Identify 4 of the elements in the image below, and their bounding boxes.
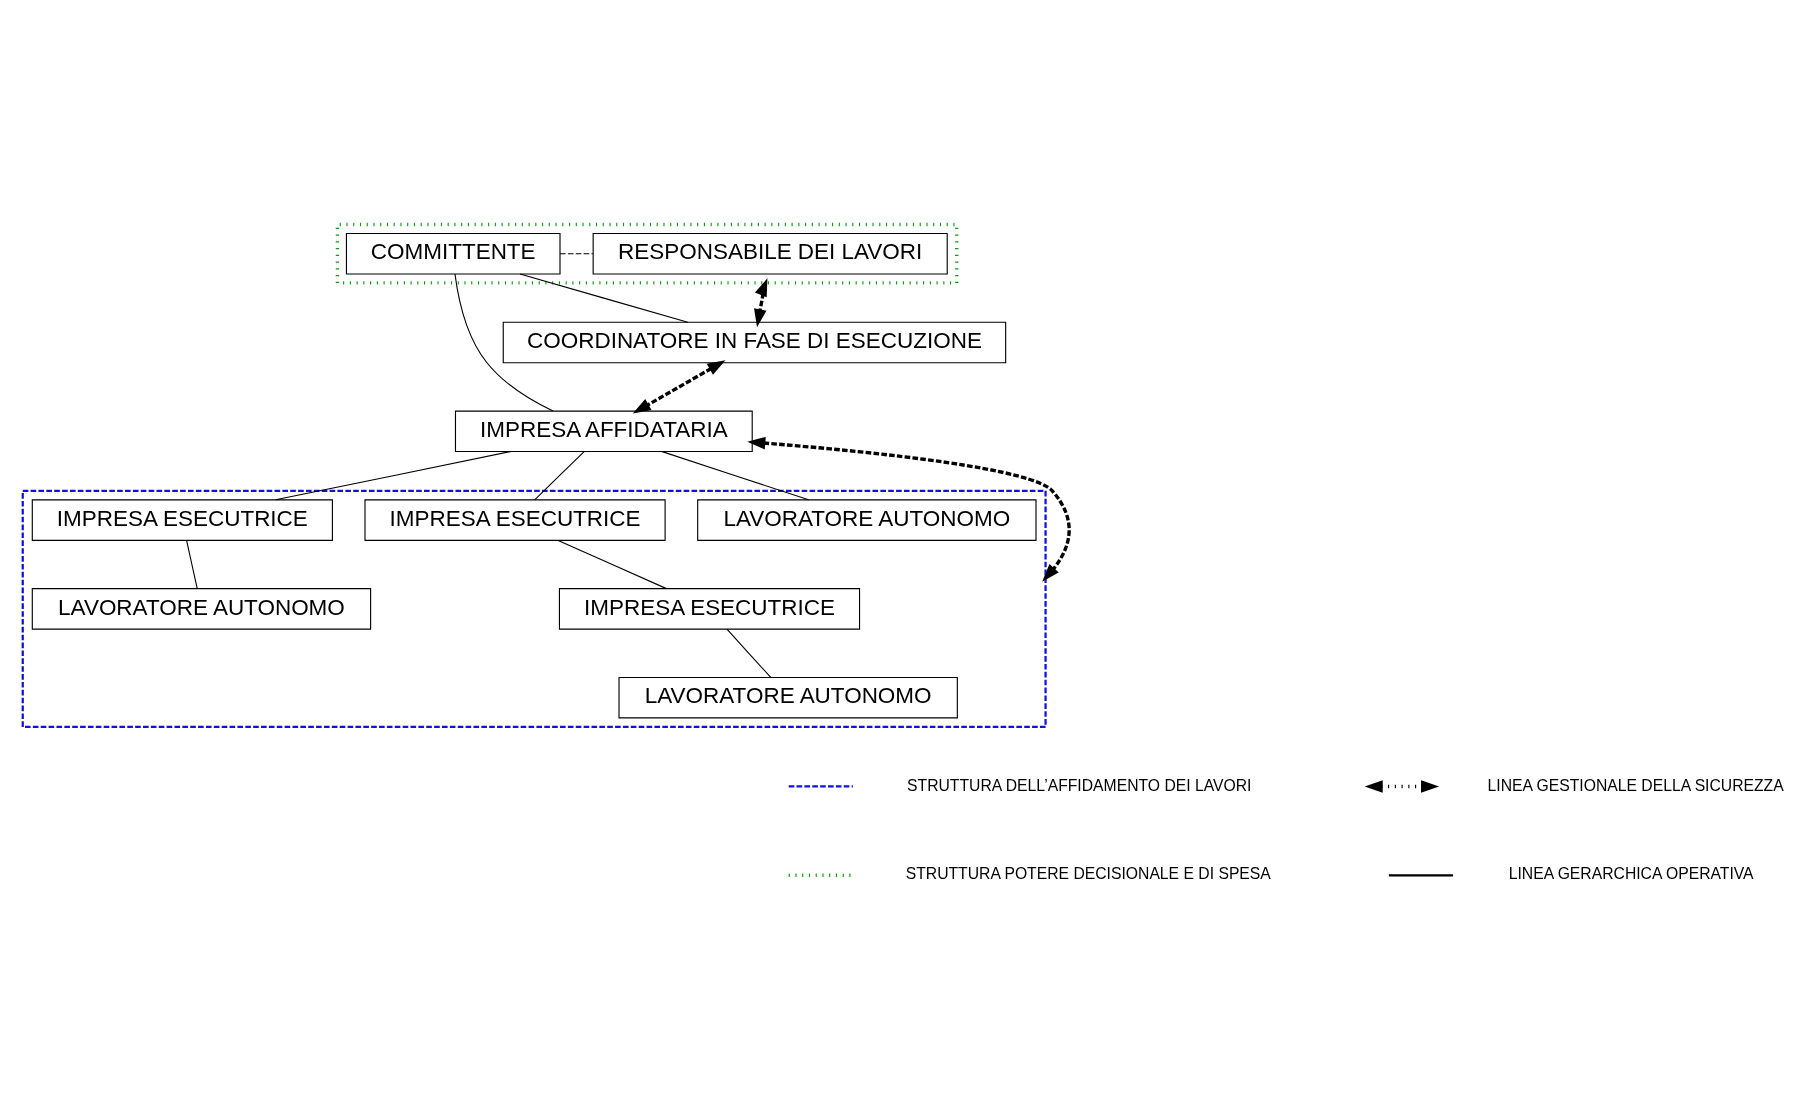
legend-label: LINEA GESTIONALE DELLA SICUREZZA: [1487, 776, 1784, 794]
legend-label: STRUTTURA POTERE DECISIONALE E DI SPESA: [905, 864, 1271, 882]
legend-label: LINEA GERARCHICA OPERATIVA: [1508, 864, 1754, 882]
legend-label: STRUTTURA DELL’AFFIDAMENTO DEI LAVORI: [907, 776, 1252, 794]
